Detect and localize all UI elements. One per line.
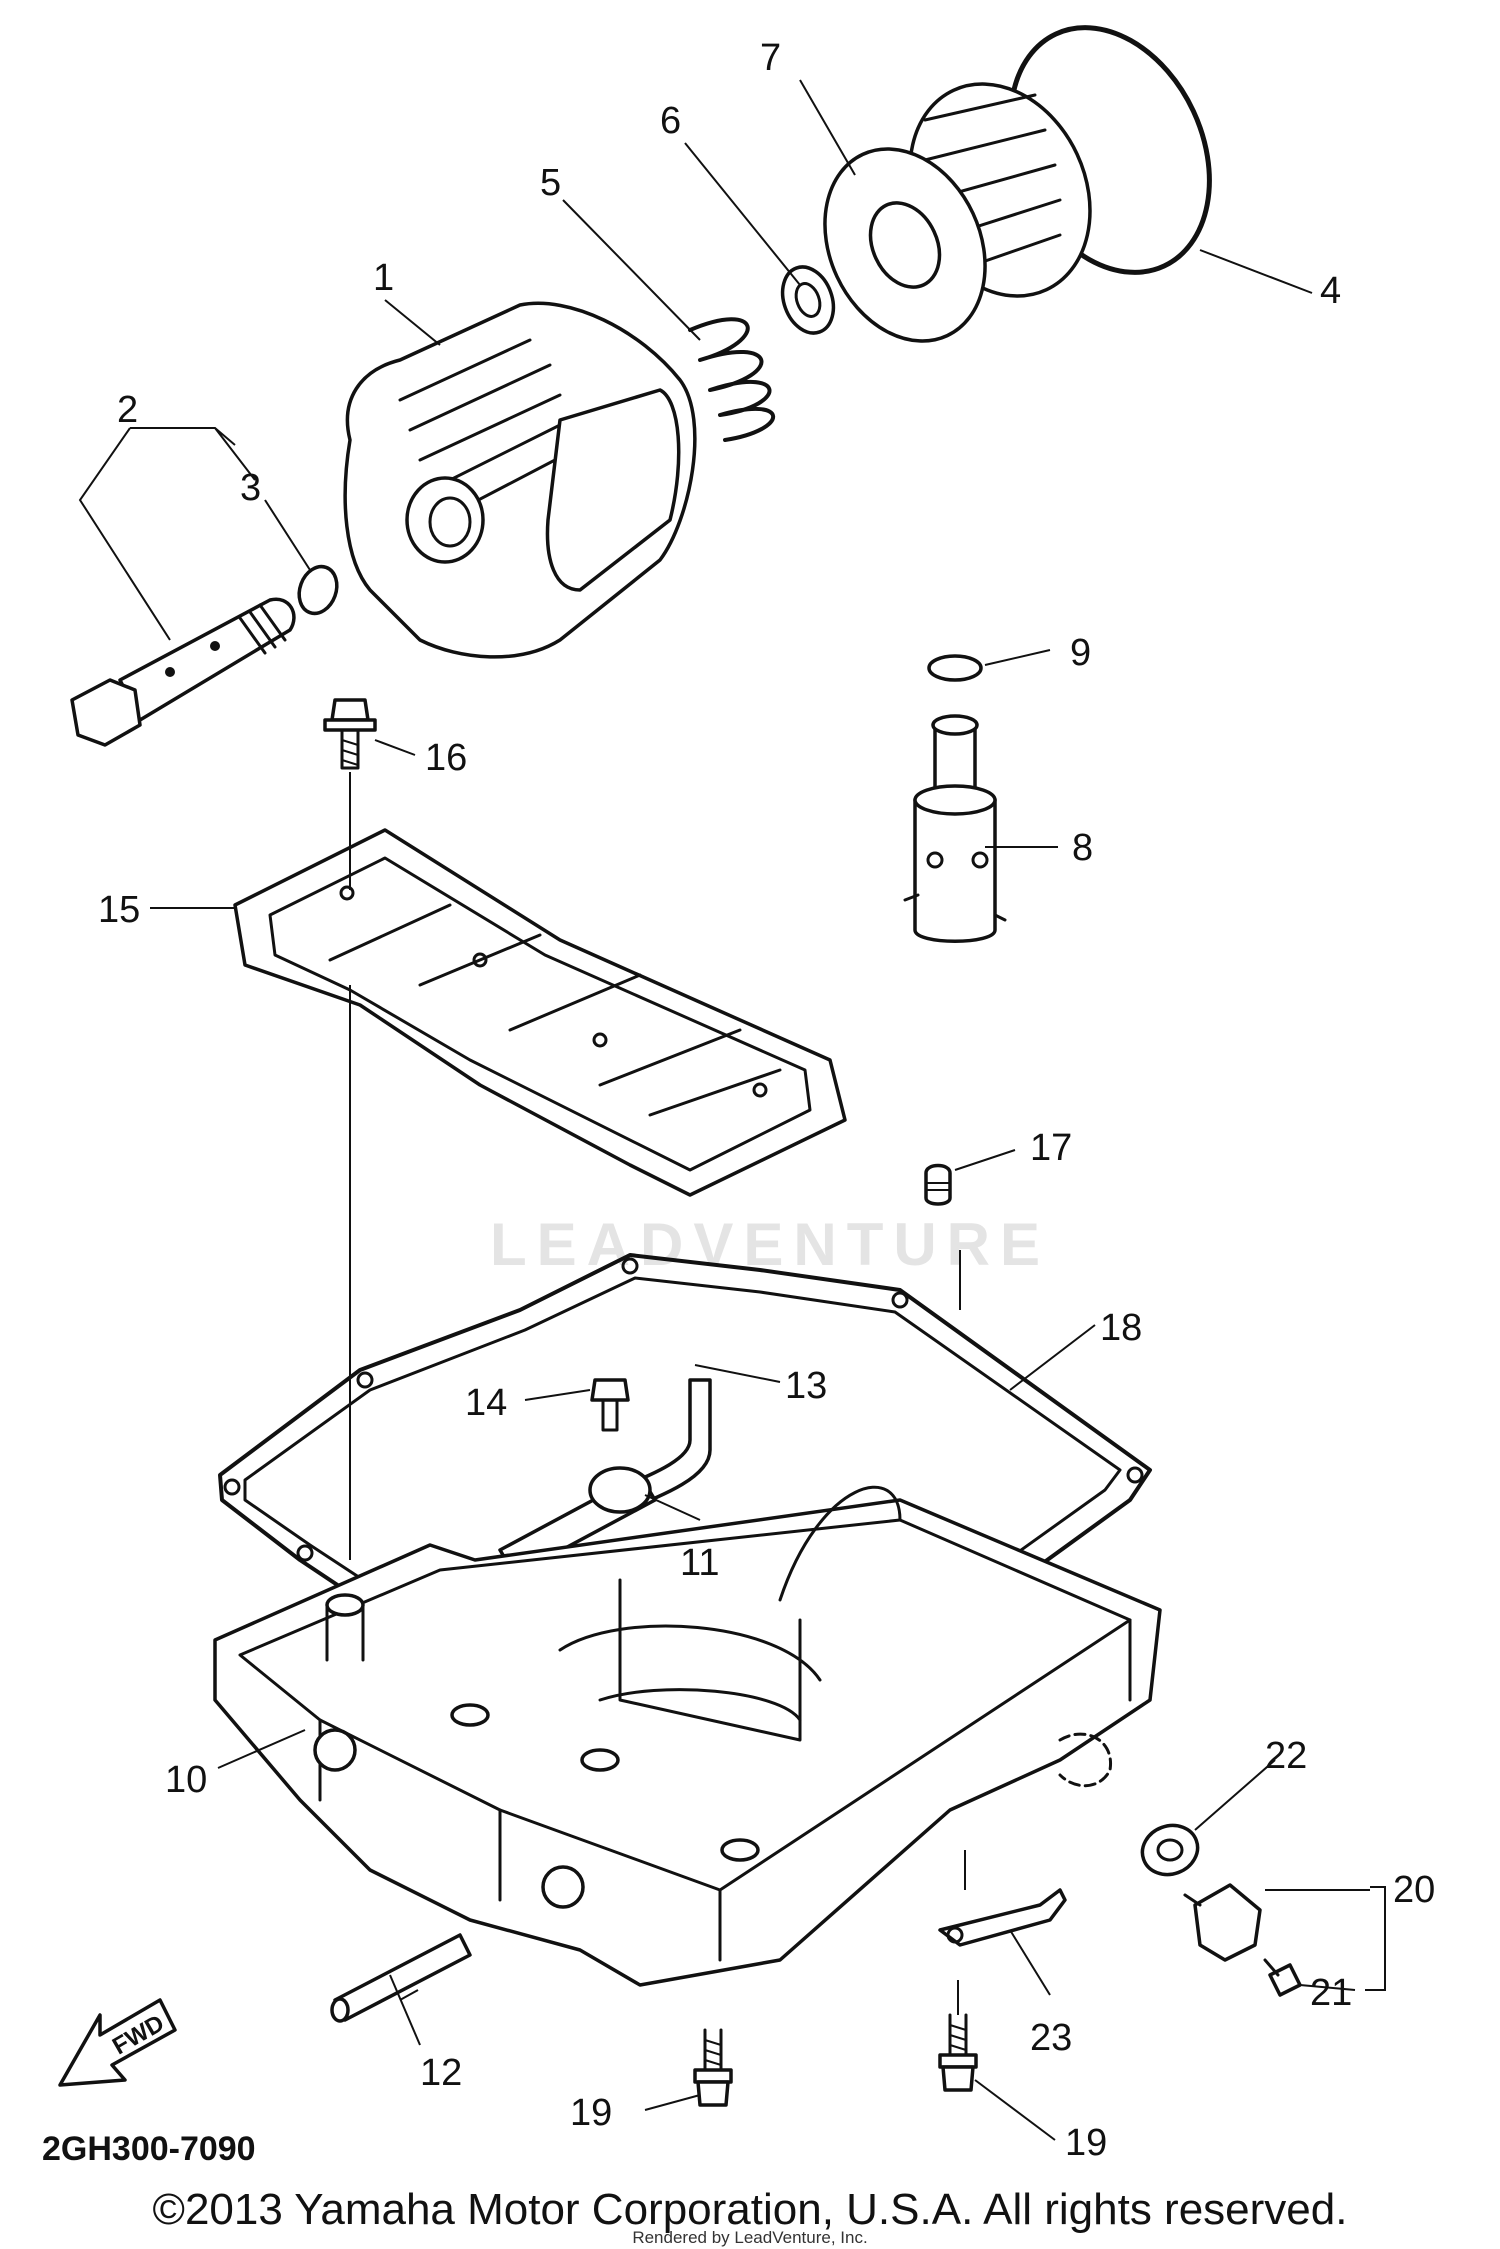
callout-19-right: 19 bbox=[1065, 2122, 1107, 2164]
callout-13: 13 bbox=[785, 1365, 827, 1407]
fwd-arrow-icon: FWD bbox=[58, 1998, 177, 2087]
part-6-washer bbox=[780, 265, 836, 335]
part-23-bracket bbox=[938, 1888, 1067, 1947]
callout-23: 23 bbox=[1030, 2017, 1072, 2059]
part-20-drain-plug bbox=[1183, 1883, 1262, 1962]
part-16-bolt bbox=[323, 698, 377, 770]
callout-8: 8 bbox=[1072, 827, 1093, 869]
callout-15: 15 bbox=[98, 889, 140, 931]
part-22-washer bbox=[1140, 1823, 1200, 1877]
callout-18: 18 bbox=[1100, 1307, 1142, 1349]
callout-2: 2 bbox=[117, 389, 138, 431]
copyright-notice: ©2013 Yamaha Motor Corporation, U.S.A. A… bbox=[152, 2185, 1348, 2234]
part-21-bolt bbox=[1263, 1958, 1302, 1997]
callout-11: 11 bbox=[680, 1542, 719, 1584]
callout-4: 4 bbox=[1320, 270, 1341, 312]
part-14-screw bbox=[590, 1378, 630, 1432]
callout-6: 6 bbox=[660, 100, 681, 142]
part-8-relief-valve bbox=[903, 714, 1007, 943]
callout-numbers: 1 2 3 4 5 6 7 8 9 10 11 12 13 14 15 16 1… bbox=[98, 37, 1435, 2164]
part-19-bolt-right bbox=[938, 2013, 978, 2092]
part-10-oil-pan bbox=[213, 1485, 1162, 1987]
callout-17: 17 bbox=[1030, 1127, 1072, 1169]
callout-7: 7 bbox=[760, 37, 781, 79]
guide-line-19 bbox=[957, 1850, 966, 2015]
callout-16: 16 bbox=[425, 737, 467, 779]
callout-1: 1 bbox=[373, 257, 394, 299]
callout-5: 5 bbox=[540, 162, 561, 204]
watermark-text: LEADVENTURE bbox=[490, 1211, 1050, 1278]
part-19-bolt-left bbox=[693, 2028, 733, 2107]
part-18-pan-gasket bbox=[218, 1253, 1152, 1792]
part-15-baffle-plate bbox=[233, 828, 847, 1197]
callout-19-left: 19 bbox=[570, 2092, 612, 2134]
part-17-plug bbox=[924, 1163, 952, 1206]
part-5-spring bbox=[688, 317, 776, 442]
part-2-filter-bolt bbox=[70, 597, 296, 747]
leader-lines bbox=[78, 79, 1386, 2141]
callout-21: 21 bbox=[1310, 1972, 1352, 2014]
rendered-by-note: Rendered by LeadVenture, Inc. bbox=[632, 2228, 868, 2247]
callout-9: 9 bbox=[1070, 632, 1091, 674]
part-3-o-ring bbox=[297, 564, 339, 616]
part-12-pipe bbox=[330, 1933, 472, 2023]
part-9-o-ring bbox=[927, 654, 983, 682]
diagram-code: 2GH300-7090 bbox=[42, 2130, 256, 2168]
part-7-oil-filter bbox=[823, 82, 1092, 343]
callout-12: 12 bbox=[420, 2052, 462, 2094]
callout-22: 22 bbox=[1265, 1735, 1307, 1777]
callout-10: 10 bbox=[165, 1759, 207, 1801]
part-1-filter-cover bbox=[343, 301, 697, 659]
callout-14: 14 bbox=[465, 1382, 507, 1424]
callout-3: 3 bbox=[240, 467, 261, 509]
callout-20: 20 bbox=[1393, 1869, 1435, 1911]
